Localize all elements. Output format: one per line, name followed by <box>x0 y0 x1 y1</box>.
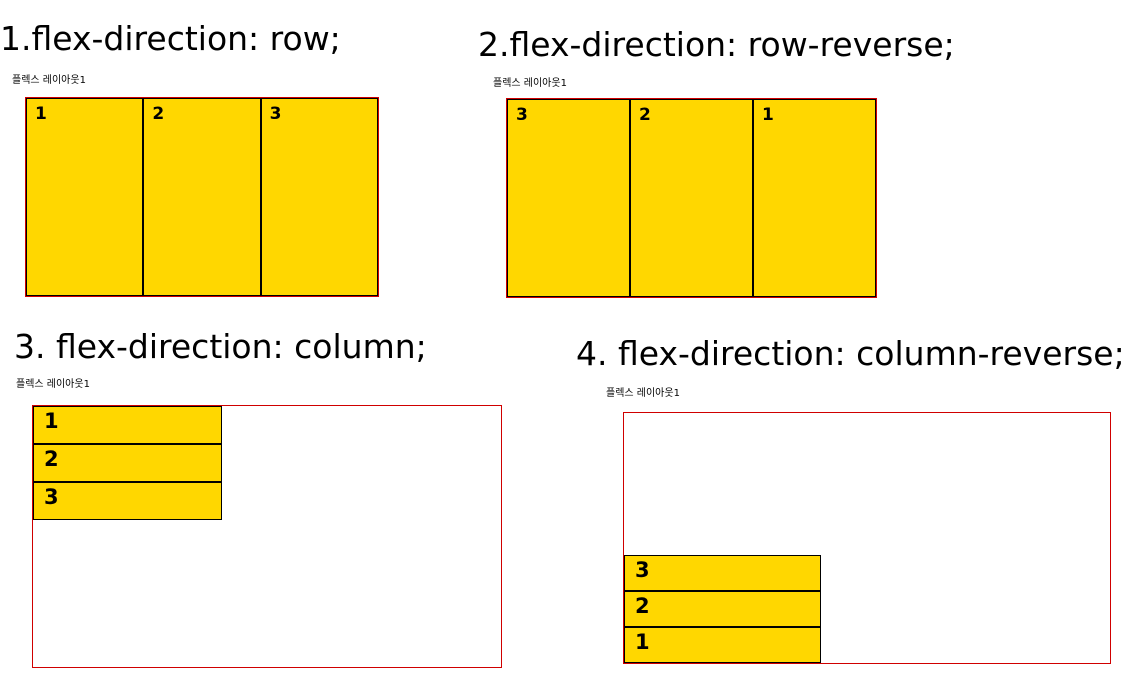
flex-item-3: 3 <box>260 98 378 296</box>
flex-item-1: 1 <box>26 98 144 296</box>
flex-container-column: 1 2 3 <box>32 405 502 668</box>
flex-container-row-reverse: 1 2 3 <box>506 98 877 298</box>
demo-title-column: 3. flex-direction: column; <box>14 327 427 366</box>
flex-item-2: 2 <box>143 98 261 296</box>
demo-title-row: 1.flex-direction: row; <box>0 19 341 58</box>
flex-item-1: 1 <box>624 627 821 663</box>
flex-item-2: 2 <box>630 99 753 297</box>
flex-item-3: 3 <box>33 482 222 520</box>
flex-item-2: 2 <box>33 444 222 482</box>
demo-caption-row: 플렉스 레이아웃1 <box>12 75 86 86</box>
flex-item-3: 3 <box>624 555 821 591</box>
demo-title-column-reverse: 4. flex-direction: column-reverse; <box>576 334 1121 373</box>
flex-item-3: 3 <box>507 99 630 297</box>
flex-item-1: 1 <box>33 406 222 444</box>
demo-caption-column-reverse: 플렉스 레이아웃1 <box>606 388 680 399</box>
demo-caption-row-reverse: 플렉스 레이아웃1 <box>493 78 567 89</box>
flex-item-2: 2 <box>624 591 821 627</box>
flex-container-row: 1 2 3 <box>25 97 379 297</box>
flex-item-1: 1 <box>753 99 876 297</box>
flex-container-column-reverse: 1 2 3 <box>623 412 1111 664</box>
demo-caption-column: 플렉스 레이아웃1 <box>16 379 90 390</box>
demo-title-row-reverse: 2.flex-direction: row-reverse; <box>478 25 955 64</box>
